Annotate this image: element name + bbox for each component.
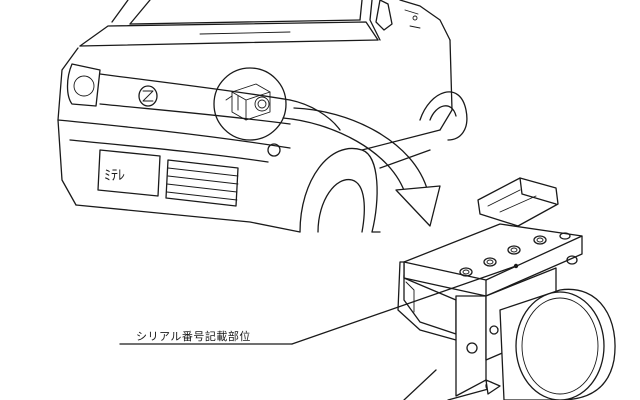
door-handle (409, 25, 421, 29)
rear-wheel-inner (429, 105, 457, 121)
a-pillar-right (369, 0, 381, 41)
serial-leader-line (291, 265, 517, 345)
brake-line-ports (459, 232, 578, 277)
door-detail-1 (404, 9, 419, 15)
windshield-inner-left (129, 0, 151, 25)
fender-line (289, 99, 341, 131)
bumper-bottom (75, 204, 301, 233)
front-tire (317, 179, 365, 233)
hood-front-edge (79, 39, 379, 47)
rear-edge (439, 39, 453, 131)
front-wheel-arch (299, 147, 378, 233)
grille-upper-line (99, 73, 291, 101)
side-window-top (399, 0, 451, 41)
pump-motor (499, 288, 616, 400)
license-plate: ﾐﾃﾚ (97, 149, 161, 197)
lower-leader-arrowhead (485, 379, 501, 395)
front-left-corner (57, 47, 79, 206)
callout-leaders (119, 263, 519, 400)
lower-leader-1 (403, 369, 437, 400)
windshield-left-pillar (111, 0, 129, 23)
zoom-arrow (282, 107, 441, 227)
headlight-left-lens (73, 75, 95, 97)
serial-marker-dot (489, 325, 499, 335)
grille-lower-line (99, 103, 291, 125)
car-illustration: ﾐﾃﾚ (57, 0, 468, 233)
side-mirror (375, 0, 393, 31)
bumper-top (57, 119, 291, 149)
abs-location-magnifier (213, 67, 287, 141)
serial-leader-dot (513, 263, 519, 269)
lower-leader-2 (447, 387, 493, 400)
suzuki-emblem (138, 85, 158, 107)
side-sill-top (361, 129, 441, 151)
serial-number-location-label: シリアル番号記載部位 (136, 330, 251, 343)
hood-crease (199, 31, 291, 35)
lower-grille (165, 159, 239, 207)
rear-wheel (419, 91, 468, 141)
windshield-bottom (129, 19, 361, 25)
door-lock (412, 15, 418, 21)
abs-unit-enlarged (397, 177, 616, 400)
mounting-hole (466, 342, 478, 354)
hood-top-edge (79, 21, 379, 47)
headlight-left (66, 63, 101, 107)
svg-text:ﾐﾃﾚ: ﾐﾃﾚ (104, 168, 125, 184)
bumper-mid (69, 139, 269, 163)
windshield-right-pillar (359, 0, 363, 21)
fog-light (267, 143, 281, 157)
